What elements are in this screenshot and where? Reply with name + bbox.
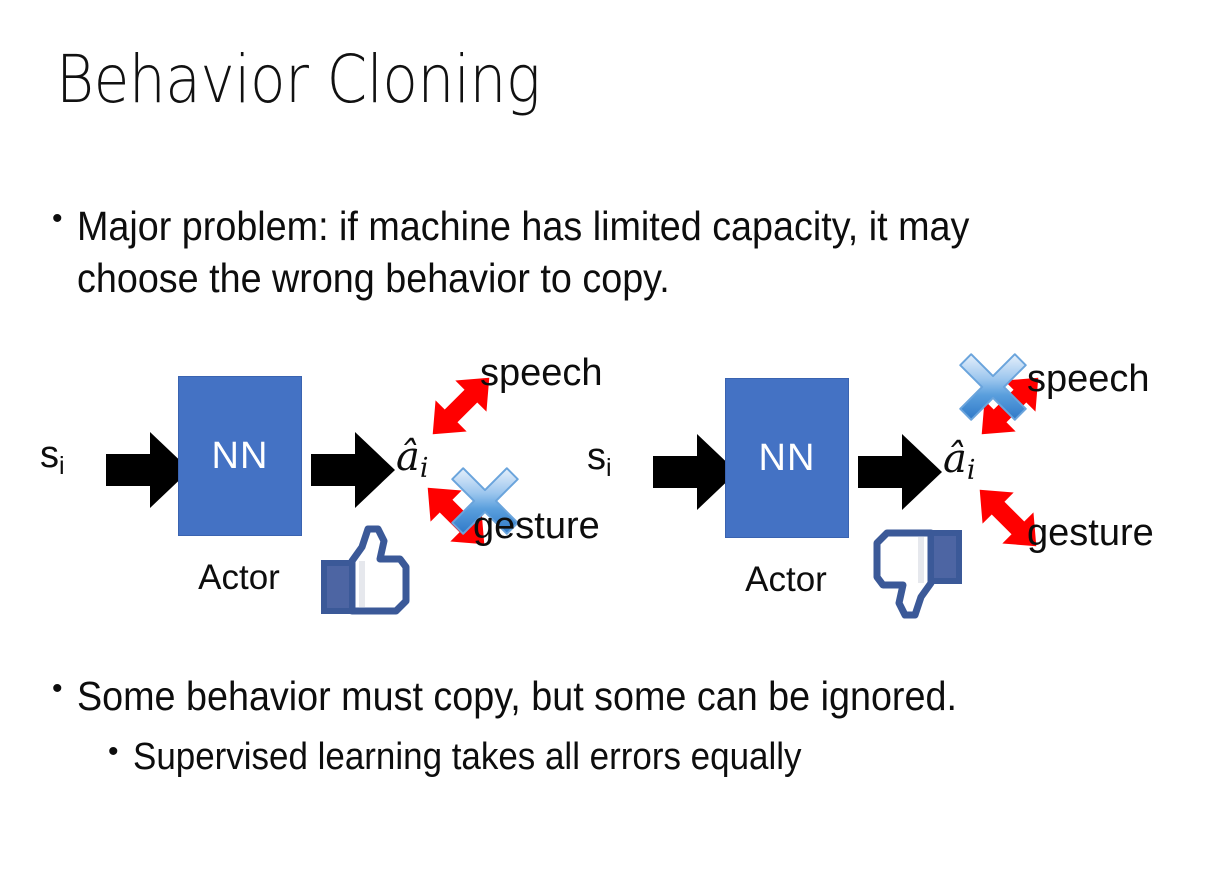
input-arrow-right [653,434,737,515]
state-label-left: si [40,434,65,480]
state-label-right: si [587,436,612,482]
output-label-gesture-right: gesture [1027,512,1154,554]
nn-box-left: NN [178,376,302,536]
double-arrow-speech-left [413,358,509,459]
bullet-dot-icon: • [52,672,63,705]
output-arrow-right [858,434,942,515]
actor-label-left: Actor [198,558,280,597]
nn-box-label: NN [758,436,816,479]
bullet-supervised-learning: • Supervised learning takes all errors e… [108,733,1168,782]
action-label-left: âi [396,434,429,485]
output-label-gesture-left: gesture [473,505,600,547]
bullet-major-problem: • Major problem: if machine has limited … [52,200,1142,305]
bullet-dot-icon: • [108,735,119,768]
thumbs-down-icon [865,523,965,626]
nn-box-right: NN [725,378,849,538]
action-label-right: âi [943,436,976,487]
input-arrow-left [106,432,190,513]
double-arrow-gesture-right [960,470,1056,571]
bullet-some-behavior-text: Some behavior must copy, but some can be… [76,673,957,719]
x-mark-gesture-left [446,462,524,545]
nn-box-label: NN [211,434,269,477]
x-mark-speech-right [954,348,1032,431]
bullet-some-behavior: • Some behavior must copy, but some can … [52,670,1182,722]
bullet-dot-icon: • [52,202,63,235]
page-title: Behavior Cloning [56,41,541,118]
output-label-speech-left: speech [480,352,603,394]
double-arrow-gesture-left [408,468,504,569]
thumbs-up-icon [318,523,418,626]
bullet-major-problem-text: Major problem: if machine has limited ca… [76,203,969,302]
actor-label-right: Actor [745,560,827,599]
output-arrow-left [311,432,395,513]
diagram-right: si NN Actor âi [565,340,1205,640]
diagram-left: si NN Actor âi [18,340,618,640]
bullet-supervised-learning-text: Supervised learning takes all errors equ… [132,736,801,778]
output-label-speech-right: speech [1027,358,1150,400]
